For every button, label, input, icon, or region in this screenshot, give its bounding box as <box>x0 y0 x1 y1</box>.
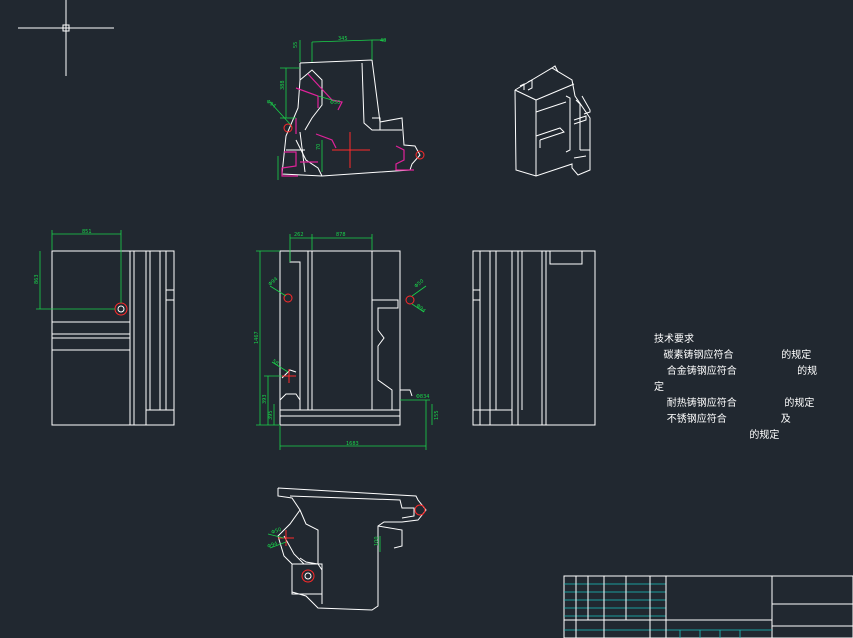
notes-title: 技术要求 <box>654 334 694 345</box>
dim-top-dia2: Φ50 <box>330 100 340 106</box>
notes-line: 碳素铸钢应符合 的规定 <box>654 350 812 361</box>
notes-line: 不锈钢应符合 及 <box>654 414 791 425</box>
technical-requirements-notes: 技术要求 碳素铸钢应符合 的规定 合金铸钢应符合 的规 定 耐热铸钢应符合 的规… <box>654 332 844 444</box>
dim-top-left-h: 388 <box>280 80 286 90</box>
notes-line: 合金铸钢应符合 的规 <box>654 366 818 377</box>
dim-left-width: 851 <box>82 229 92 235</box>
dim-top-vert1: 55 <box>293 42 299 48</box>
dim-front-top-right: 878 <box>336 232 346 238</box>
dim-front-mid-left: 58 <box>271 359 280 367</box>
dim-top-dia1: Φ94 <box>265 99 277 110</box>
dim-bottom-mid: 100 <box>374 536 380 546</box>
dim-front-top-left: 262 <box>294 232 304 238</box>
dim-front-bottom-right: Φ834 <box>416 394 429 400</box>
section-view-bottom: Φ50 Φ94 100 <box>267 487 427 611</box>
dim-front-dia-tl: Φ94 <box>267 276 279 287</box>
section-view-top: 345 48 55 388 Φ94 Φ50 70 <box>265 36 425 180</box>
dim-top-width: 345 <box>338 36 348 42</box>
dim-left-height: 863 <box>34 274 40 284</box>
dim-front-bottom-left-a: 393 <box>262 394 268 404</box>
side-view-left: 851 863 <box>34 229 175 426</box>
dim-front-overall-width: 1683 <box>346 441 359 447</box>
notes-line: 耐热铸钢应符合 的规定 <box>654 398 815 409</box>
dim-front-dia-tr: Φ50 <box>413 278 425 289</box>
dim-bottom-dia1: Φ50 <box>271 527 283 536</box>
dim-top-right: 48 <box>380 38 386 44</box>
side-view-right <box>472 250 596 426</box>
dim-front-dia-r2: Φ94 <box>415 303 427 314</box>
title-block <box>563 575 853 638</box>
dim-front-bottom-left-b: 395 <box>268 410 274 420</box>
isometric-view <box>514 65 591 177</box>
dim-front-height: 1467 <box>254 331 260 344</box>
notes-line: 定 <box>654 382 664 393</box>
notes-line: 的规定 <box>654 430 780 441</box>
dim-top-mid: 70 <box>316 144 322 150</box>
dim-bottom-dia2: Φ94 <box>267 541 279 550</box>
crosshair-cursor-icon <box>18 0 114 76</box>
dim-front-bottom-small: 155 <box>434 410 440 420</box>
front-view: 262 878 1467 Φ94 Φ50 Φ94 58 393 395 Φ834… <box>254 232 440 450</box>
